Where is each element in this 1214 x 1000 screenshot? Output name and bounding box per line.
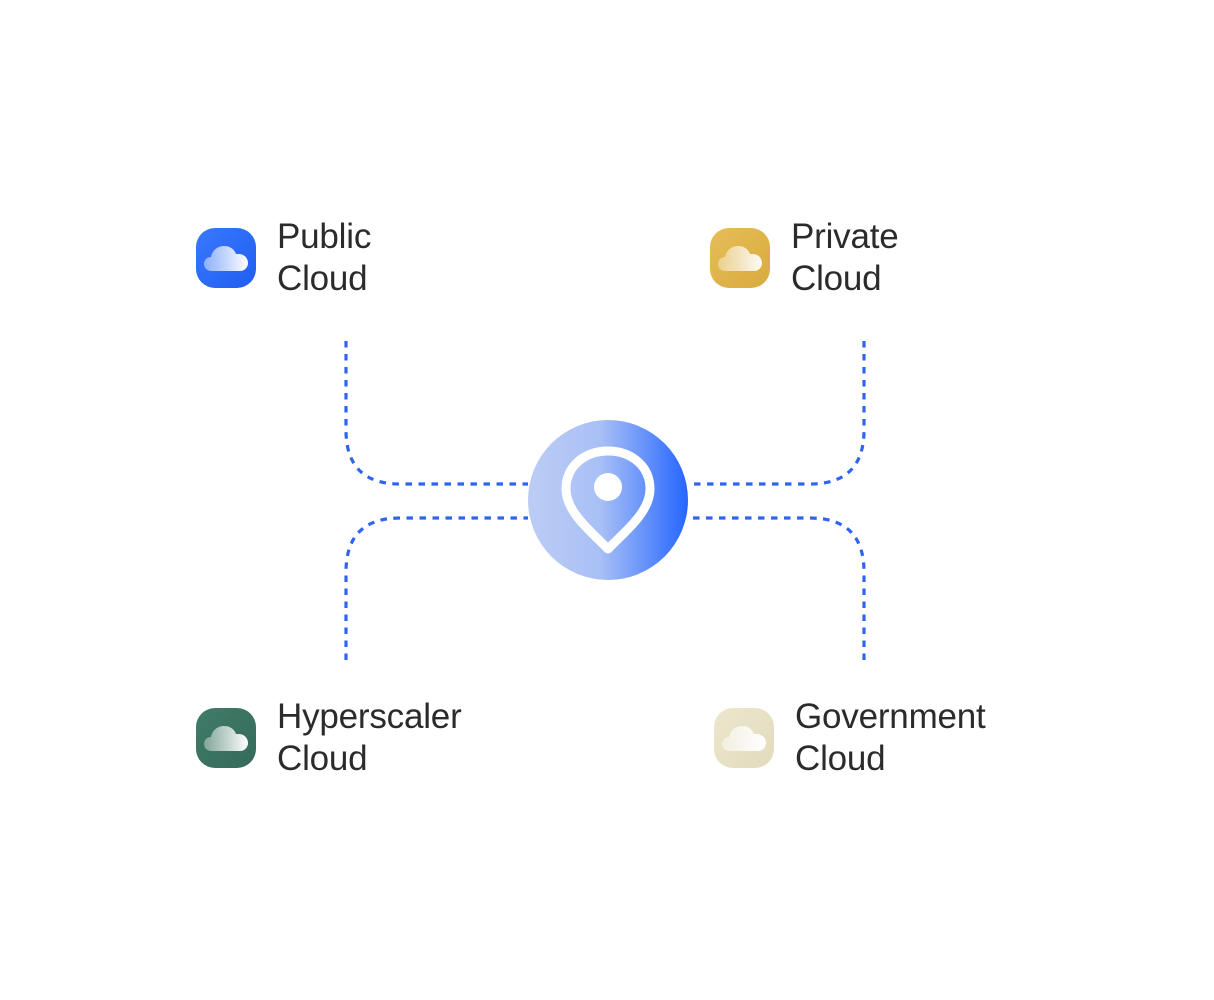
- location-hub: [528, 420, 688, 580]
- public-cloud-label: Public Cloud: [277, 216, 371, 300]
- cloud-icon: [718, 246, 762, 271]
- label-line-1: Private: [791, 217, 899, 256]
- connector-public: [344, 341, 528, 486]
- hyperscaler-cloud-label: Hyperscaler Cloud: [277, 696, 462, 780]
- node-government-cloud: Government Cloud: [714, 696, 986, 780]
- connector-government: [688, 516, 866, 660]
- label-line-2: Cloud: [277, 739, 368, 778]
- location-pin-icon: [561, 446, 655, 554]
- private-cloud-label: Private Cloud: [791, 216, 899, 300]
- label-line-1: Hyperscaler: [277, 697, 462, 736]
- cloud-icon: [204, 726, 248, 751]
- label-line-2: Cloud: [791, 259, 882, 298]
- connector-hyperscaler: [344, 516, 528, 660]
- label-line-1: Government: [795, 697, 986, 736]
- label-line-2: Cloud: [277, 259, 368, 298]
- label-line-1: Public: [277, 217, 372, 256]
- public-cloud-badge: [196, 228, 256, 288]
- government-cloud-label: Government Cloud: [795, 696, 986, 780]
- cloud-icon: [204, 246, 248, 271]
- government-cloud-badge: [714, 708, 774, 768]
- node-private-cloud: Private Cloud: [710, 216, 899, 300]
- private-cloud-badge: [710, 228, 770, 288]
- node-hyperscaler-cloud: Hyperscaler Cloud: [196, 696, 462, 780]
- label-line-2: Cloud: [795, 739, 886, 778]
- connector-private: [688, 341, 866, 486]
- node-public-cloud: Public Cloud: [196, 216, 371, 300]
- hyperscaler-cloud-badge: [196, 708, 256, 768]
- cloud-icon: [722, 726, 766, 751]
